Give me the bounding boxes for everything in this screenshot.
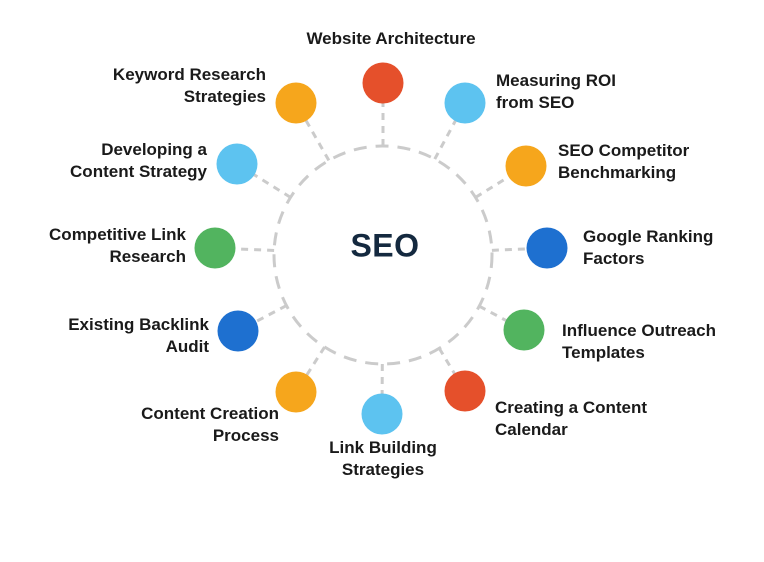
node-label-line: Keyword Research bbox=[112, 65, 266, 84]
node-label-line: Content Creation bbox=[141, 404, 279, 423]
node-label-website-architecture: Website Architecture bbox=[306, 28, 475, 50]
node-label-line: Strategies bbox=[183, 87, 266, 106]
node-label-line: Templates bbox=[562, 343, 645, 362]
node-label-line: Measuring ROI bbox=[496, 71, 616, 90]
node-label-line: SEO Competitor bbox=[558, 141, 690, 160]
node-dot-link-building-strategies bbox=[361, 393, 403, 435]
hub-label: SEO bbox=[350, 227, 420, 264]
connector-competitive-link-research bbox=[214, 246, 275, 252]
node-dot-creating-a-content-calendar bbox=[444, 370, 486, 412]
node-label-measuring-roi-from-seo: Measuring ROI from SEO bbox=[496, 70, 616, 114]
node-label-line: Competitive Link bbox=[49, 225, 186, 244]
node-label-developing-a-content-strategy: Developing a Content Strategy bbox=[70, 139, 207, 183]
node-dot-measuring-roi-from-seo bbox=[444, 82, 486, 124]
node-label-line: Factors bbox=[583, 249, 645, 268]
node-dot-google-ranking-factors bbox=[526, 227, 568, 269]
node-label-line: Creating a Content bbox=[495, 398, 648, 417]
node-label-line: Process bbox=[212, 426, 279, 445]
node-dot-competitive-link-research bbox=[194, 227, 236, 269]
node-label-line: Google Ranking bbox=[583, 227, 714, 246]
node-dot-influence-outreach-templates bbox=[503, 309, 545, 351]
node-dot-content-creation-process bbox=[275, 371, 317, 413]
node-label-line: Benchmarking bbox=[558, 163, 677, 182]
connector-seo-competitor-benchmarking bbox=[474, 164, 527, 199]
node-dot-website-architecture bbox=[362, 62, 404, 104]
node-dot-developing-a-content-strategy bbox=[216, 143, 258, 185]
node-label-line: Link Building bbox=[329, 438, 437, 457]
node-label-line: Developing a bbox=[101, 140, 207, 159]
node-dot-existing-backlink-audit bbox=[217, 310, 259, 352]
node-label-line: Research bbox=[109, 247, 186, 266]
node-label-line: Audit bbox=[165, 337, 209, 356]
node-dot-keyword-research-strategies bbox=[275, 82, 317, 124]
node-label-line: Influence Outreach bbox=[562, 321, 716, 340]
node-label-line: Content Strategy bbox=[70, 162, 207, 181]
node-label-line: Existing Backlink bbox=[68, 315, 209, 334]
node-label-line: Calendar bbox=[495, 420, 568, 439]
node-dot-seo-competitor-benchmarking bbox=[505, 145, 547, 187]
node-label-line: Website Architecture bbox=[306, 29, 476, 48]
node-label-line: from SEO bbox=[496, 93, 575, 112]
node-label-line: Strategies bbox=[341, 460, 425, 479]
